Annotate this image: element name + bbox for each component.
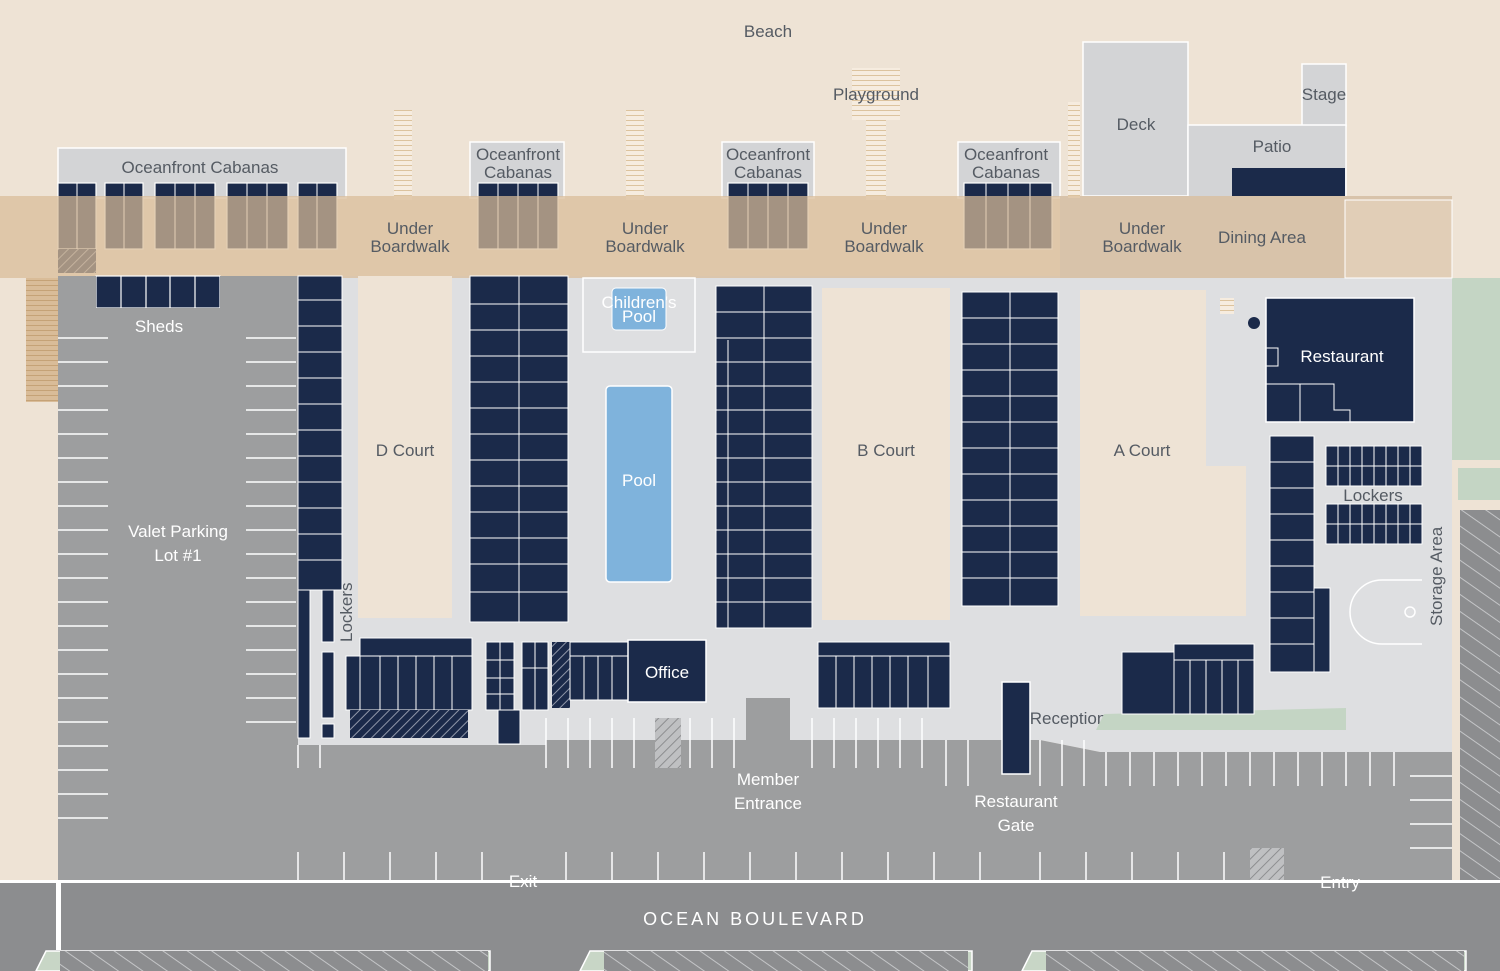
restaurant-gate-label-2: Gate (998, 816, 1035, 835)
sport-court (1349, 579, 1422, 645)
cabanas-3-label-b: Cabanas (972, 163, 1040, 182)
cabana-column-a (961, 291, 1059, 607)
under-boardwalk-4-a: Under (1119, 219, 1166, 238)
cabanas-2-label-b: Cabanas (734, 163, 802, 182)
d-court (358, 276, 452, 618)
walkway-1 (394, 110, 412, 200)
ocean-boulevard-label: OCEAN BOULEVARD (643, 909, 867, 929)
cabanas-1-label-a: Oceanfront (476, 145, 560, 164)
bottom-cabanas-mid (817, 641, 951, 709)
storage-area-label: Storage Area (1427, 526, 1446, 626)
east-lockers (1325, 445, 1423, 545)
under-boardwalk-2-a: Under (622, 219, 669, 238)
median-islands (35, 950, 1467, 971)
small-stairs (1220, 298, 1234, 314)
restaurant-building (1265, 297, 1415, 423)
under-boardwalk-3-a: Under (861, 219, 908, 238)
member-entrance-label-1: Member (737, 770, 800, 789)
west-cabana-column (297, 275, 343, 739)
a-court (1080, 290, 1246, 616)
stage-label: Stage (1302, 85, 1346, 104)
hatched-office-annex (552, 642, 570, 708)
member-entrance-label-2: Entrance (734, 794, 802, 813)
walkway-3 (866, 118, 886, 200)
entrance-walk (746, 698, 790, 742)
a-court-label: A Court (1114, 441, 1171, 460)
deck-label: Deck (1117, 115, 1156, 134)
road-edge-line (0, 880, 1500, 883)
main-pool (605, 385, 673, 583)
restaurant-marker (1248, 317, 1260, 329)
d-court-label: D Court (376, 441, 435, 460)
green-strip-east-2 (1458, 468, 1500, 500)
under-boardwalk-4-b: Boardwalk (1102, 237, 1182, 256)
walkway-4 (1068, 102, 1080, 198)
under-boardwalk-3-b: Boardwalk (844, 237, 924, 256)
restaurant-gate-label-1: Restaurant (974, 792, 1057, 811)
cabana-column-c (469, 275, 569, 623)
cabanas-3-label-a: Oceanfront (964, 145, 1048, 164)
b-court (822, 288, 950, 620)
cabanas-2-label-a: Oceanfront (726, 145, 810, 164)
b-court-label: B Court (857, 441, 915, 460)
boardwalk-band (0, 196, 1452, 278)
office-label: Office (645, 663, 689, 682)
lockers-east-label: Lockers (1343, 486, 1403, 505)
playground-label: Playground (833, 85, 919, 104)
under-boardwalk-1-a: Under (387, 219, 434, 238)
oceanfront-cabanas-west-label: Oceanfront Cabanas (122, 158, 279, 177)
childrens-pool-label-2: Pool (622, 307, 656, 326)
building-stage (1301, 63, 1347, 127)
bottom-cabanas-east (1121, 643, 1255, 715)
entry-label: Entry (1320, 873, 1360, 892)
east-locker-column (1269, 435, 1331, 673)
office-building (627, 639, 707, 703)
cabana-column-b (715, 285, 813, 629)
valet-parking-lot (58, 276, 1452, 882)
restaurant-label: Restaurant (1300, 347, 1383, 366)
lot-top-strip (696, 740, 950, 748)
dining-area-label: Dining Area (1218, 228, 1306, 247)
west-stairs (26, 278, 58, 402)
boardwalk-east (1344, 199, 1453, 279)
beach-label: Beach (744, 22, 792, 41)
bottom-cabanas-west (345, 637, 473, 711)
walkway-2 (626, 110, 644, 200)
lockers-west-label: Lockers (337, 582, 356, 642)
office-annex (569, 641, 629, 701)
hatched-storage-west (350, 710, 468, 738)
pool-label: Pool (622, 471, 656, 490)
playground-area (852, 68, 900, 120)
under-boardwalk-2-b: Boardwalk (605, 237, 685, 256)
hatched-corner (1250, 848, 1284, 882)
under-boardwalk-1-b: Boardwalk (370, 237, 450, 256)
east-lot (1460, 510, 1500, 882)
green-strip-east (1452, 278, 1500, 460)
cabanas-1-label-b: Cabanas (484, 163, 552, 182)
bottom-lockers-mid (485, 641, 549, 745)
hatched-walk (655, 718, 681, 768)
childrens-pool-label-1: Children's (601, 293, 676, 312)
parking-stripes (58, 337, 1452, 883)
sheds (95, 275, 221, 309)
restaurant-detail (1265, 347, 1351, 422)
valet-parking-label-1: Valet Parking (128, 522, 228, 541)
valet-parking-label-2: Lot #1 (154, 546, 201, 565)
childrens-pool (611, 287, 667, 331)
west-lane-line (56, 882, 61, 950)
reception-building (1001, 681, 1031, 775)
reception-label: Reception (1030, 709, 1107, 728)
building-deck-block (1082, 41, 1189, 197)
exit-label: Exit (509, 872, 538, 891)
sheds-label: Sheds (135, 317, 183, 336)
dining-block (1232, 168, 1345, 196)
patio-label: Patio (1253, 137, 1292, 156)
